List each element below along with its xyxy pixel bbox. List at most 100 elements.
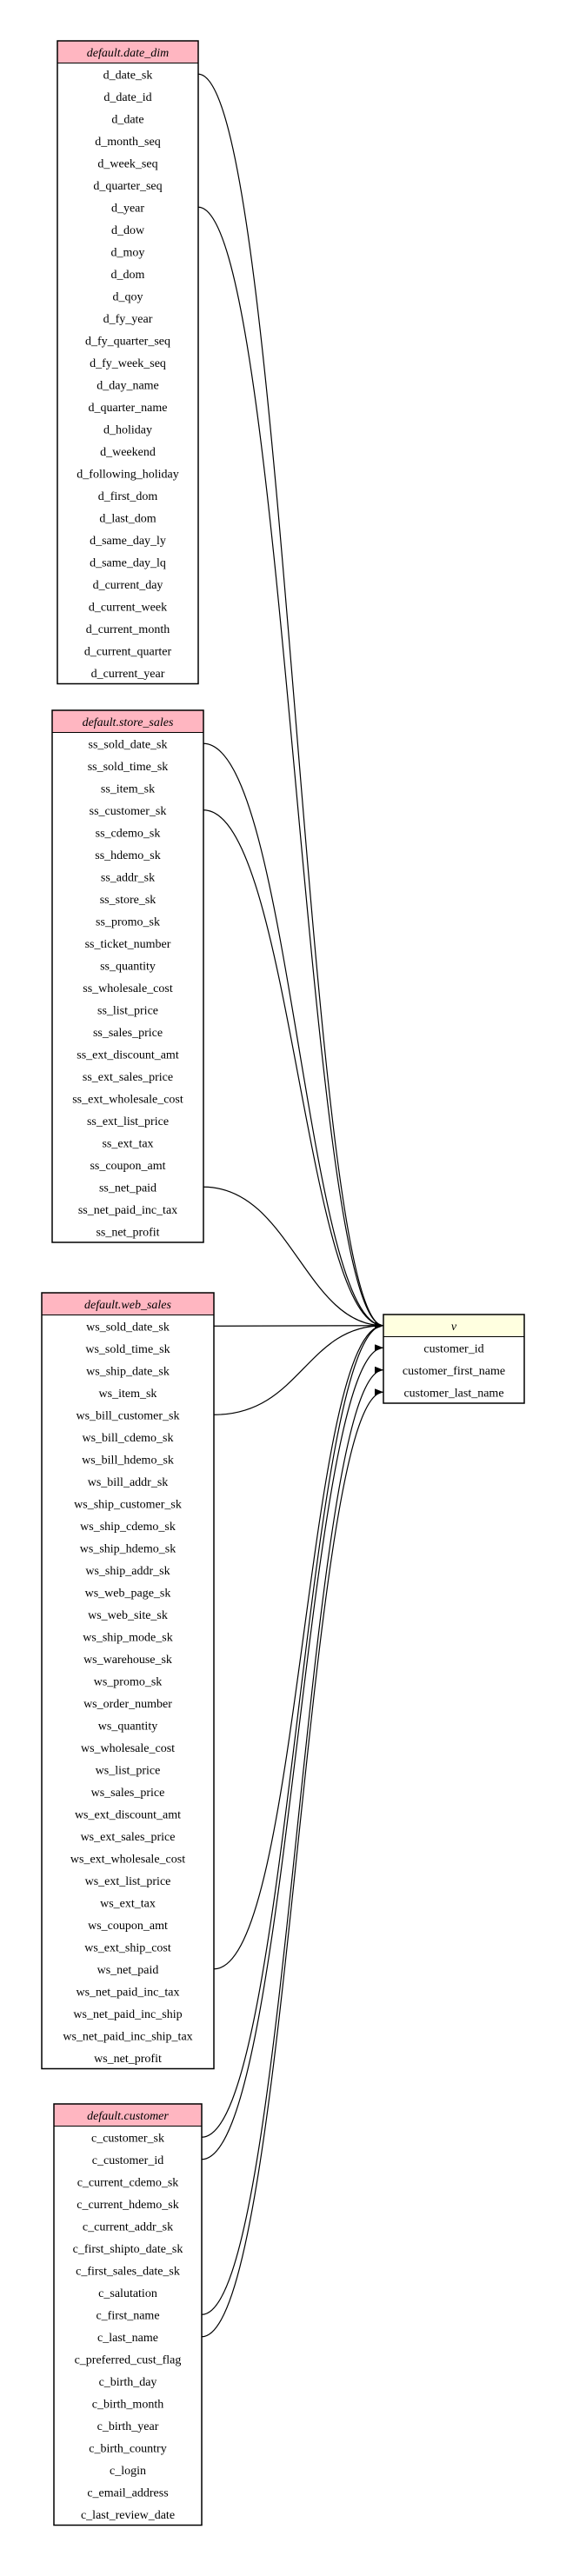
- column-ss-ext-list-price: ss_ext_list_price: [87, 1115, 169, 1128]
- column-d-same-day-ly: d_same_day_ly: [90, 535, 166, 548]
- column-c-birth-month: c_birth_month: [92, 2398, 163, 2411]
- column-ss-hdemo-sk: ss_hdemo_sk: [95, 849, 160, 862]
- column-ss-item-sk: ss_item_sk: [101, 782, 155, 795]
- column-c-first-shipto-date-sk: c_first_shipto_date_sk: [73, 2243, 183, 2256]
- edges-layer: [197, 73, 384, 2338]
- column-ws-list-price: ws_list_price: [96, 1764, 161, 1777]
- column-ss-sales-price: ss_sales_price: [93, 1027, 163, 1040]
- column-c-customer-id: c_customer_id: [92, 2154, 163, 2167]
- column-ss-sold-date-sk: ss_sold_date_sk: [89, 738, 168, 751]
- column-c-current-hdemo-sk: c_current_hdemo_sk: [77, 2199, 178, 2212]
- column-ss-ext-tax: ss_ext_tax: [102, 1137, 153, 1150]
- column-ws-quantity: ws_quantity: [98, 1720, 157, 1733]
- column-ws-web-site-sk: ws_web_site_sk: [88, 1609, 168, 1622]
- column-d-month-seq: d_month_seq: [95, 136, 160, 149]
- column-ss-ext-wholesale-cost: ss_ext_wholesale_cost: [72, 1093, 183, 1106]
- column-ws-ext-wholesale-cost: ws_ext_wholesale_cost: [70, 1853, 185, 1866]
- table-border: [41, 1292, 215, 2070]
- column-c-birth-year: c_birth_year: [97, 2420, 159, 2433]
- edge-d-year-to-v-header: [197, 206, 384, 1329]
- edge-c-customer-sk-to-v-header: [201, 1321, 384, 2138]
- table-header: [52, 710, 203, 733]
- column-ws-ship-date-sk: ws_ship_date_sk: [86, 1365, 170, 1378]
- column-ws-ext-ship-cost: ws_ext_ship_cost: [84, 1941, 171, 1954]
- column-ws-bill-addr-sk: ws_bill_addr_sk: [88, 1476, 169, 1489]
- column-c-last-review-date: c_last_review_date: [81, 2509, 175, 2522]
- edge-c-last-name-to-v-customer-last-name: [201, 1388, 384, 2338]
- column-d-current-quarter: d_current_quarter: [84, 645, 172, 658]
- column-customer-last-name: customer_last_name: [403, 1387, 503, 1400]
- column-d-weekend: d_weekend: [100, 446, 156, 459]
- edge-d-date-sk-to-v-header: [197, 73, 384, 1329]
- column-d-holiday: d_holiday: [103, 423, 152, 436]
- table-v: vcustomer_idcustomer_first_namecustomer_…: [383, 1314, 525, 1404]
- column-ss-promo-sk: ss_promo_sk: [96, 915, 160, 929]
- column-c-salutation: c_salutation: [98, 2287, 157, 2300]
- column-c-login: c_login: [110, 2465, 146, 2478]
- column-ws-net-paid-inc-tax: ws_net_paid_inc_tax: [77, 1986, 180, 1999]
- column-ss-addr-sk: ss_addr_sk: [101, 871, 155, 884]
- column-c-current-addr-sk: c_current_addr_sk: [83, 2220, 173, 2233]
- column-d-week-seq: d_week_seq: [97, 157, 157, 170]
- table-title: default.store_sales: [83, 716, 174, 729]
- column-d-dom: d_dom: [111, 269, 145, 282]
- column-ss-customer-sk: ss_customer_sk: [90, 805, 167, 818]
- column-c-first-name: c_first_name: [96, 2309, 159, 2322]
- column-d-date: d_date: [111, 113, 143, 126]
- table-default-date-dim: default.date_dimd_date_skd_date_idd_date…: [57, 40, 199, 685]
- table-default-store-sales: default.store_sales ss_sold_date_sk ss_sol…: [51, 709, 204, 1243]
- column-customer-id: customer_id: [423, 1342, 483, 1355]
- edge-c-customer-id-to-v-customer-id: [201, 1344, 384, 2160]
- column-d-same-day-lq: d_same_day_lq: [90, 556, 166, 569]
- column-ws-ext-list-price: ws_ext_list_price: [85, 1875, 171, 1888]
- table-border: [57, 40, 199, 685]
- table-border: [53, 2103, 203, 2526]
- column-ws-net-paid-inc-ship-tax: ws_net_paid_inc_ship_tax: [63, 2030, 192, 2043]
- tables-layer: default.date_dimd_date_skd_date_idd_date…: [41, 40, 525, 2526]
- edge-ss-customer-sk-to-v-header: [203, 809, 384, 1329]
- column-ws-order-number: ws_order_number: [83, 1698, 172, 1711]
- table-default-customer: default.customerc_customer_skc_customer_…: [53, 2103, 203, 2526]
- edge-ss-net-paid-to-v-header: [203, 1186, 384, 1329]
- column-ws-bill-hdemo-sk: ws_bill_hdemo_sk: [82, 1454, 174, 1467]
- column-ws-bill-customer-sk: ws_bill_customer_sk: [77, 1409, 180, 1422]
- table-header: [42, 1293, 214, 1315]
- edge-ss-sold-date-sk-to-v-header: [203, 742, 384, 1329]
- table-title: default.customer: [87, 2110, 169, 2123]
- column-ss-quantity: ss_quantity: [100, 960, 156, 973]
- column-ws-ext-tax: ws_ext_tax: [100, 1897, 156, 1910]
- column-ws-ext-sales-price: ws_ext_sales_price: [81, 1831, 176, 1844]
- column-ss-ticket-number: ss_ticket_number: [85, 938, 171, 951]
- column-ss-store-sk: ss_store_sk: [100, 894, 156, 907]
- table-header: [383, 1315, 524, 1337]
- column-d-qoy: d_qoy: [113, 290, 143, 303]
- column-d-year: d_year: [111, 202, 144, 215]
- column-ws-ship-cdemo-sk: ws_ship_cdemo_sk: [80, 1521, 176, 1534]
- column-ss-net-profit: ss_net_profit: [96, 1226, 159, 1239]
- column-d-fy-quarter-seq: d_fy_quarter_seq: [85, 335, 170, 348]
- column-ws-coupon-amt: ws_coupon_amt: [88, 1920, 168, 1933]
- column-ws-sold-time-sk: ws_sold_time_sk: [85, 1343, 170, 1356]
- edge-ws-net-paid-to-v-header: [213, 1321, 384, 1970]
- column-ss-net-paid-inc-tax: ss_net_paid_inc_tax: [78, 1204, 177, 1217]
- column-ws-net-paid-inc-ship: ws_net_paid_inc_ship: [73, 2008, 182, 2021]
- column-d-current-month: d_current_month: [86, 623, 170, 636]
- column-ws-wholesale-cost: ws_wholesale_cost: [81, 1742, 175, 1755]
- column-ws-warehouse-sk: ws_warehouse_sk: [83, 1654, 172, 1667]
- column-ss-sold-time-sk: ss_sold_time_sk: [88, 761, 169, 774]
- column-d-quarter-name: d_quarter_name: [89, 402, 168, 415]
- edge-ws-bill-customer-sk-to-v-header: [213, 1321, 384, 1415]
- column-ws-sales-price: ws_sales_price: [91, 1787, 165, 1800]
- column-d-current-year: d_current_year: [91, 668, 165, 681]
- column-d-dow: d_dow: [111, 224, 145, 237]
- edge-c-first-name-to-v-customer-first-name: [201, 1366, 384, 2315]
- column-ss-list-price: ss_list_price: [97, 1004, 158, 1017]
- table-title: default.web_sales: [84, 1299, 171, 1312]
- table-title: v: [451, 1321, 457, 1334]
- column-ss-ext-sales-price: ss_ext_sales_price: [83, 1071, 173, 1084]
- column-d-quarter-seq: d_quarter_seq: [93, 180, 162, 193]
- column-ss-coupon-amt: ss_coupon_amt: [90, 1160, 165, 1173]
- column-ss-wholesale-cost: ss_wholesale_cost: [83, 982, 173, 995]
- column-d-following-holiday: d_following_holiday: [77, 468, 178, 481]
